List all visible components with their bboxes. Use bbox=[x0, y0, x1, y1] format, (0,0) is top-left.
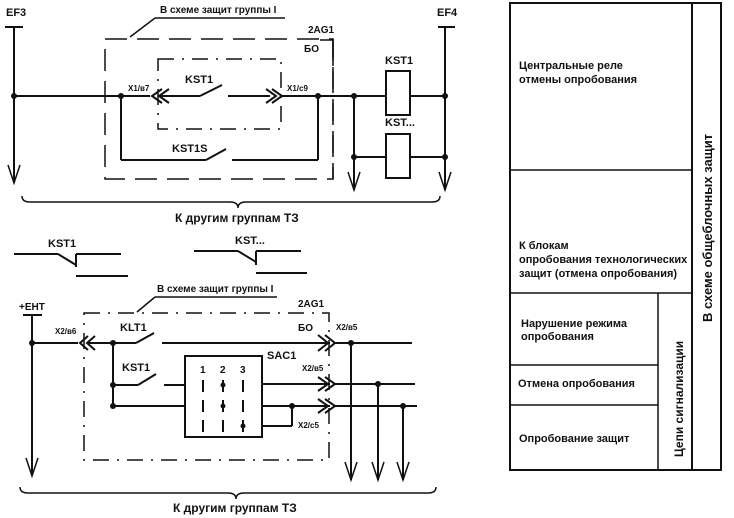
relay-coil-kst-other bbox=[385, 133, 411, 179]
arrow-down-icon bbox=[344, 461, 358, 483]
switch-position-1: 1 bbox=[200, 365, 206, 376]
table-cell-central-relays: Центральные реле отмены опробования bbox=[519, 60, 637, 86]
connector-label-x2-c5: X2/с5 bbox=[298, 421, 319, 430]
arrow-down-icon bbox=[396, 461, 410, 483]
contact-label-kst1: KST1 bbox=[185, 74, 213, 86]
table-frame bbox=[509, 2, 722, 471]
contact-icon bbox=[237, 250, 257, 263]
block-sub-label-bottom: БО bbox=[298, 323, 313, 334]
group-label: В схеме защит группы I bbox=[160, 5, 277, 16]
connector-icon bbox=[85, 335, 96, 351]
connector-label-x2-b6: X2/в6 bbox=[55, 327, 77, 336]
table-cell-test-blocks: К блокам опробования технологических защ… bbox=[519, 240, 690, 280]
group-boundary bbox=[104, 38, 334, 180]
connector-icon bbox=[150, 88, 163, 104]
connector-label-x2-b5-top: X2/в5 bbox=[336, 323, 358, 332]
switch-label: SAC1 bbox=[267, 350, 296, 362]
contact-kst1-bottom bbox=[137, 373, 157, 386]
switch-closed-dot bbox=[220, 403, 226, 409]
contact-label-kst1s: KST1S bbox=[172, 143, 207, 155]
top-circuit: EF3 В схеме защит группы I 2AG1 БО X1/в7… bbox=[5, 5, 458, 225]
connector-icon bbox=[317, 398, 330, 414]
block-sub-label: БО bbox=[304, 44, 319, 55]
connector-label-x2-b5-mid: X2/в5 bbox=[302, 364, 324, 373]
connector-icon bbox=[317, 376, 330, 392]
connector-icon bbox=[78, 335, 89, 351]
group-boundary bbox=[83, 312, 330, 461]
legend-table: Центральные реле отмены опробования К бл… bbox=[509, 2, 722, 471]
junction-dot bbox=[442, 93, 448, 99]
switch-closed-dot bbox=[240, 423, 246, 429]
block-name-bottom: 2AG1 bbox=[298, 299, 325, 310]
connector-label-right: X1/с9 bbox=[287, 84, 308, 93]
leader-line bbox=[136, 296, 156, 313]
table-cell-protection-test: Опробование защит bbox=[519, 433, 630, 445]
contact-icon bbox=[57, 253, 77, 266]
brace-label-top: К другим группам ТЗ bbox=[175, 211, 299, 225]
arrow-down-icon bbox=[347, 171, 361, 193]
junction-dot bbox=[11, 93, 17, 99]
connector-label-left: X1/в7 bbox=[128, 84, 150, 93]
switch-closed-dot bbox=[220, 382, 226, 388]
arrow-down-icon bbox=[7, 164, 21, 186]
legend-label-kst1: KST1 bbox=[48, 238, 76, 250]
bottom-circuit: +ЕНТ В схеме защит группы I 2AG1 БО X2/в… bbox=[19, 284, 437, 515]
switch-sac1[interactable] bbox=[184, 355, 263, 438]
brace bbox=[21, 195, 441, 209]
arrow-down-icon bbox=[438, 171, 452, 193]
connector-icon bbox=[265, 88, 278, 104]
contact-label-klt1: KLT1 bbox=[120, 322, 147, 334]
contact-kst1s bbox=[205, 148, 227, 161]
contact-klt1 bbox=[135, 332, 155, 344]
bus-label-ef4: EF4 bbox=[437, 7, 458, 19]
legend-label-kst-other: KST... bbox=[235, 235, 265, 247]
brace bbox=[19, 486, 437, 500]
contact-kst1 bbox=[199, 84, 223, 97]
arrow-down-icon bbox=[25, 457, 39, 479]
block-name: 2AG1 bbox=[308, 25, 335, 36]
relay-coil-kst1 bbox=[385, 70, 411, 116]
bus-label-ef3: EF3 bbox=[6, 7, 26, 19]
group-label-bottom: В схеме защит группы I bbox=[157, 284, 274, 295]
relay-label-2: KST... bbox=[385, 117, 415, 129]
brace-label-bottom: К другим группам ТЗ bbox=[173, 501, 297, 515]
arrow-down-icon bbox=[371, 461, 385, 483]
vertical-label-general-protections: В схеме общеблочных защит bbox=[700, 134, 715, 322]
relay-label-1: KST1 bbox=[385, 55, 413, 67]
junction-dot bbox=[442, 154, 448, 160]
switch-position-2: 2 bbox=[220, 365, 226, 376]
switch-diagram-marks bbox=[202, 380, 246, 432]
bus-label-eht: +ЕНТ bbox=[19, 302, 45, 313]
contact-label-kst1-bottom: KST1 bbox=[122, 362, 150, 374]
table-cell-cancel-test: Отмена опробования bbox=[518, 378, 635, 390]
switch-position-3: 3 bbox=[240, 365, 246, 376]
inner-block-boundary bbox=[157, 58, 282, 130]
contact-legend: KST1 KST... bbox=[14, 235, 307, 277]
table-cell-mode-violation: Нарушение режима опробования bbox=[521, 318, 630, 343]
leader-line bbox=[129, 17, 156, 38]
connector-icon bbox=[157, 88, 170, 104]
vertical-label-signal-circuits: Цепи сигнализации bbox=[672, 341, 686, 457]
connector-icon bbox=[317, 334, 330, 352]
